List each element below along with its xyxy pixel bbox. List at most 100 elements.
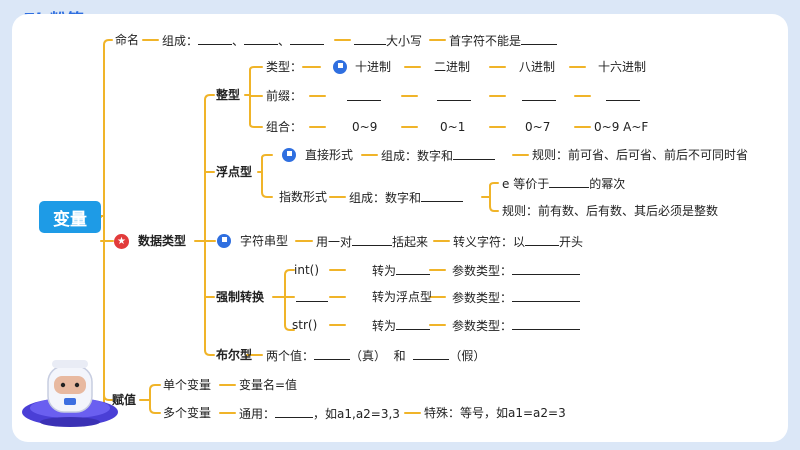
flag-icon bbox=[333, 60, 347, 74]
assign-general-label: 通用： bbox=[239, 407, 276, 421]
naming-case: 大小写 bbox=[354, 33, 422, 48]
float-exp-composition: 组成：数字和 bbox=[349, 190, 464, 205]
integer-type-binary: 二进制 bbox=[434, 60, 471, 74]
separator: 、 bbox=[232, 34, 245, 48]
bool-and-label: 和 bbox=[393, 349, 406, 363]
blank bbox=[512, 263, 581, 275]
mindmap-card bbox=[12, 14, 788, 442]
integer-combo-binary: 0~1 bbox=[440, 120, 466, 134]
naming-first-char-label: 首字符不能是 bbox=[449, 34, 522, 48]
cast-param-float: 参数类型： bbox=[452, 290, 581, 305]
string-pair-label: 用一对 bbox=[316, 235, 353, 249]
cast-param-label: 参数类型： bbox=[452, 291, 513, 305]
blank bbox=[198, 33, 233, 45]
blank bbox=[437, 89, 471, 101]
cast-to-int: 转为 bbox=[372, 263, 431, 278]
cast-fn-blank bbox=[296, 290, 328, 305]
assign-label: 赋值 bbox=[112, 393, 137, 407]
float-e-equiv: e 等价于 的幂次 bbox=[502, 176, 625, 191]
float-label: 浮点型 bbox=[216, 165, 253, 179]
astronaut-mascot-icon bbox=[18, 352, 123, 432]
assign-special: 特殊：等号，如a1=a2=3 bbox=[424, 406, 566, 420]
assign-multi: 多个变量 bbox=[163, 406, 212, 420]
blank bbox=[290, 33, 325, 45]
blank bbox=[396, 263, 431, 275]
naming-case-label: 大小写 bbox=[386, 34, 423, 48]
cast-param-label: 参数类型： bbox=[452, 319, 513, 333]
blank bbox=[354, 33, 386, 45]
float-exp-rule: 规则：前有数、后有数、其后必须是整数 bbox=[502, 204, 719, 218]
blank bbox=[522, 89, 556, 101]
prefix-blank bbox=[522, 89, 556, 104]
blank bbox=[453, 148, 496, 160]
integer-type-label: 类型： bbox=[266, 60, 303, 74]
blank bbox=[525, 234, 560, 246]
blank bbox=[413, 348, 450, 360]
blank bbox=[352, 234, 393, 246]
float-direct-composition-label: 组成：数字和 bbox=[381, 149, 454, 163]
integer-prefix-label: 前缀： bbox=[266, 89, 303, 103]
integer-combo-hex: 0~9 A~F bbox=[594, 120, 649, 134]
bool-true-label: （真） bbox=[350, 349, 387, 363]
cast-label: 强制转换 bbox=[216, 290, 265, 304]
float-exp-composition-label: 组成：数字和 bbox=[349, 191, 422, 205]
integer-type-decimal: 十进制 bbox=[355, 60, 392, 74]
assign-general-example: ，如a1,a2=3,3 bbox=[313, 407, 400, 421]
cast-fn-str: str() bbox=[292, 318, 318, 332]
separator: 、 bbox=[278, 34, 291, 48]
integer-type-hex: 十六进制 bbox=[598, 60, 647, 74]
bool-false-label: （假） bbox=[449, 349, 486, 363]
blank bbox=[314, 348, 351, 360]
integer-combo-octal: 0~7 bbox=[525, 120, 551, 134]
string-enclose-label: 括起来 bbox=[392, 235, 429, 249]
string-start-label: 开头 bbox=[559, 235, 584, 249]
cast-to-label: 转为 bbox=[372, 319, 397, 333]
float-e-power-label: 的幂次 bbox=[589, 177, 626, 191]
integer-type-octal: 八进制 bbox=[519, 60, 556, 74]
float-direct-rule: 规则：前可省、后可省、前后不可同时省 bbox=[532, 148, 749, 162]
float-direct-label: 直接形式 bbox=[305, 148, 354, 162]
integer-label: 整型 bbox=[216, 88, 241, 102]
string-label: 字符串型 bbox=[240, 234, 289, 248]
prefix-blank bbox=[437, 89, 471, 104]
bool-values: 两个值： （真） 和 （假） bbox=[266, 348, 485, 363]
cast-param-str: 参数类型： bbox=[452, 318, 581, 333]
blank bbox=[396, 318, 431, 330]
string-pair: 用一对 括起来 bbox=[316, 234, 428, 249]
integer-combo-label: 组合： bbox=[266, 120, 303, 134]
cast-to-label: 转为 bbox=[372, 264, 397, 278]
blank bbox=[275, 406, 314, 418]
cast-param-label: 参数类型： bbox=[452, 264, 513, 278]
blank bbox=[512, 318, 581, 330]
star-icon: ★ bbox=[114, 234, 129, 249]
integer-combo-decimal: 0~9 bbox=[352, 120, 378, 134]
blank bbox=[421, 190, 464, 202]
bool-two-label: 两个值： bbox=[266, 349, 315, 363]
assign-general: 通用： ，如a1,a2=3,3 bbox=[239, 406, 400, 421]
blank bbox=[347, 89, 381, 101]
float-exp-label: 指数形式 bbox=[279, 190, 328, 204]
assign-single-form: 变量名=值 bbox=[239, 378, 298, 392]
string-escape-label: 转义字符：以 bbox=[453, 235, 526, 249]
prefix-blank bbox=[347, 89, 381, 104]
float-e-equiv-label: e 等价于 bbox=[502, 177, 550, 191]
blank bbox=[549, 176, 590, 188]
float-direct-composition: 组成：数字和 bbox=[381, 148, 496, 163]
root-node-variable: 变量 bbox=[39, 201, 101, 233]
cast-fn-int: int() bbox=[294, 263, 320, 277]
blank bbox=[296, 290, 328, 302]
naming-composition: 组成： 、 、 bbox=[162, 33, 325, 48]
cast-to-str: 转为 bbox=[372, 318, 431, 333]
naming-label: 命名 bbox=[115, 33, 140, 47]
blank bbox=[244, 33, 279, 45]
flag-icon bbox=[282, 148, 296, 162]
prefix-blank bbox=[606, 89, 640, 104]
string-escape: 转义字符：以 开头 bbox=[453, 234, 583, 249]
blank bbox=[606, 89, 640, 101]
cast-param-int: 参数类型： bbox=[452, 263, 581, 278]
bool-label: 布尔型 bbox=[216, 348, 253, 362]
naming-composition-label: 组成： bbox=[162, 34, 199, 48]
blank bbox=[521, 33, 558, 45]
blank bbox=[512, 290, 581, 302]
